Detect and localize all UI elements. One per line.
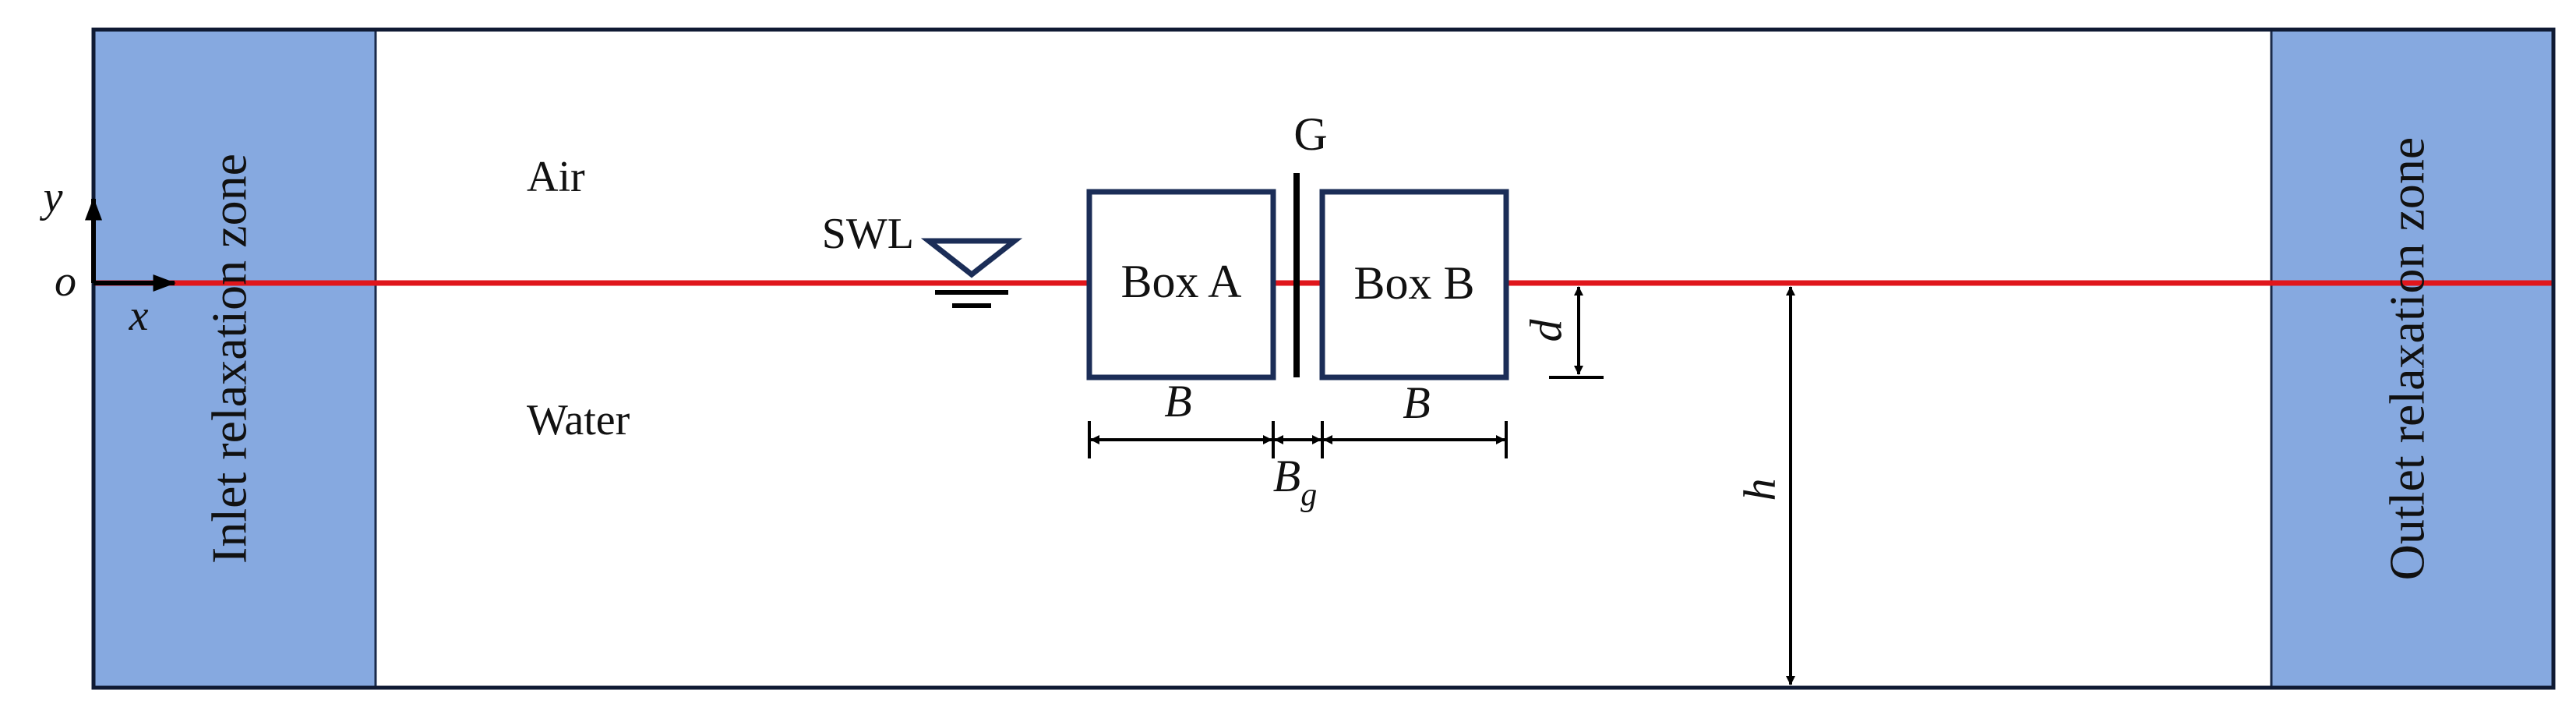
depth-label: h: [1734, 479, 1784, 501]
outlet-zone-label: Outlet relaxation zone: [2380, 137, 2435, 581]
outlet-relaxation-zone: [2271, 30, 2553, 688]
box-a-label: Box A: [1120, 256, 1241, 307]
gap-width-subscript: g: [1300, 477, 1317, 513]
origin-label: o: [55, 257, 76, 306]
water-label: Water: [527, 396, 630, 444]
gap-width-label: Bg: [1273, 451, 1317, 513]
draft-dimension: d: [1520, 286, 1604, 379]
gap-width-base: B: [1273, 451, 1300, 501]
coordinate-axes: o x y: [40, 173, 176, 340]
box-b-width-label: B: [1403, 377, 1430, 428]
gap-label: G: [1293, 108, 1327, 160]
box-a: [1086, 189, 1276, 380]
box-b-label: Box B: [1353, 257, 1474, 309]
box-b: [1319, 189, 1509, 380]
box-a-width-label: B: [1164, 376, 1191, 426]
air-label: Air: [527, 153, 585, 201]
inlet-relaxation-zone: [94, 30, 376, 688]
y-axis-label: y: [40, 173, 63, 221]
x-axis-label: x: [129, 292, 149, 340]
inlet-zone-label: Inlet relaxation zone: [202, 154, 257, 564]
width-dimension: B B Bg: [1088, 376, 1508, 513]
swl-triangle-icon: [920, 238, 1023, 278]
swl-marker: SWL: [822, 210, 1023, 308]
depth-dimension: h: [1734, 286, 1795, 685]
domain-frame: [91, 27, 2556, 690]
draft-label: d: [1520, 319, 1571, 342]
swl-label: SWL: [822, 210, 914, 258]
